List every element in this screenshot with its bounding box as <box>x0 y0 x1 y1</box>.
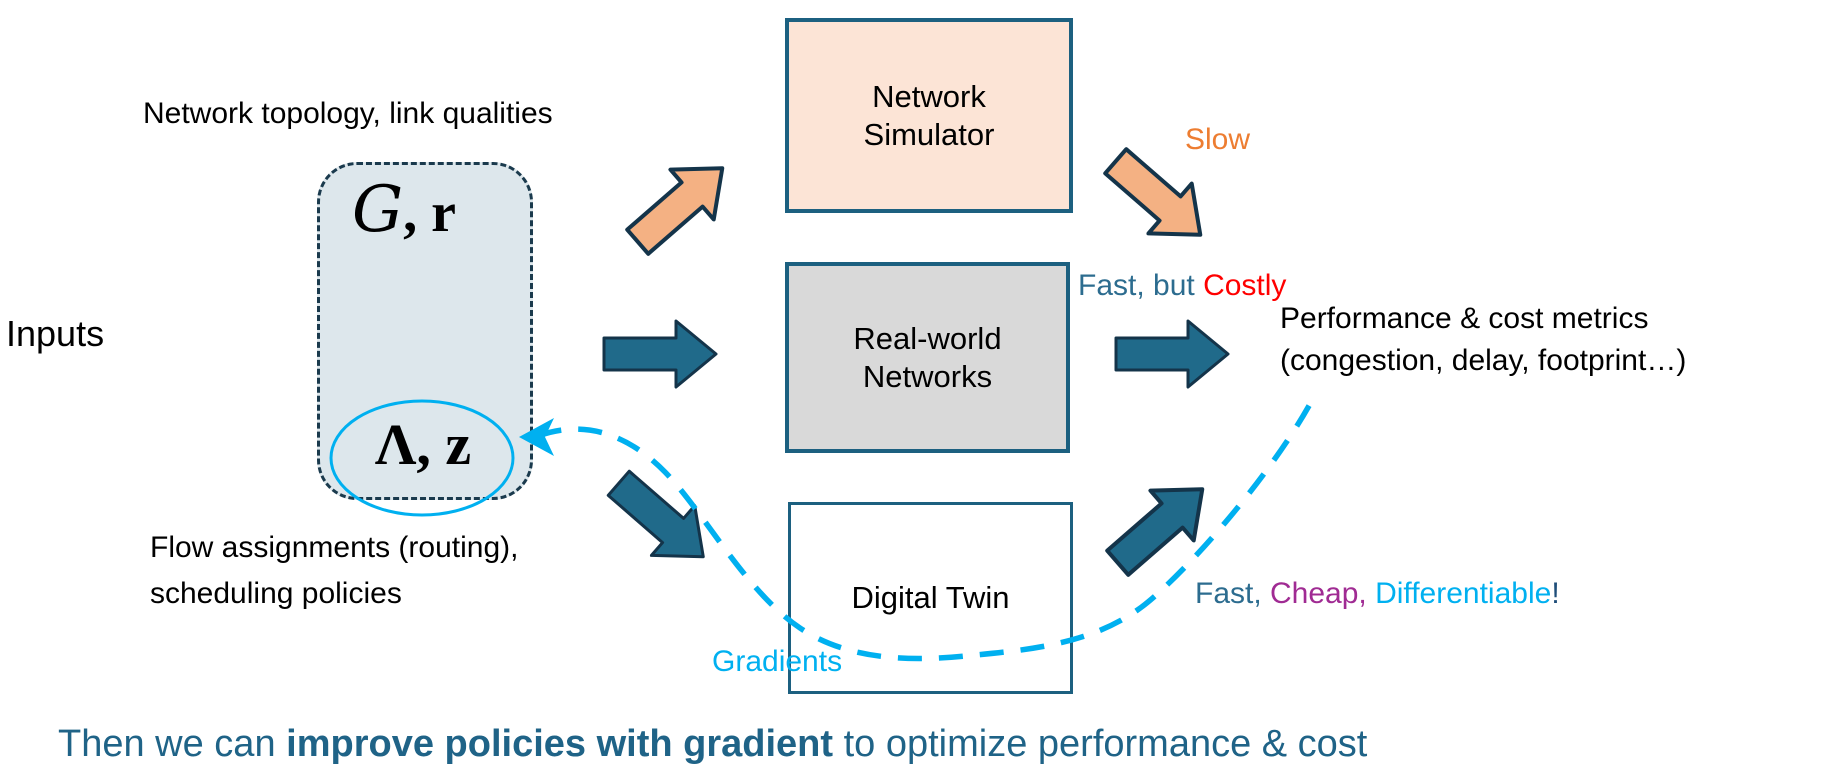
network-simulator-label-line1: Network <box>872 79 986 115</box>
gradients-label: Gradients <box>712 645 843 678</box>
graph-symbol: G <box>352 173 404 247</box>
topology-caption: Network topology, link qualities <box>143 97 553 130</box>
arrow-input-to-digital-twin <box>595 456 727 584</box>
real-world-label-line1: Real-world <box>853 321 1002 357</box>
real-world-networks-box: Real-world Networks <box>785 262 1070 453</box>
slow-label: Slow <box>1185 123 1251 156</box>
fast-cheap-differentiable-label: Fast, Cheap, Differentiable! <box>1195 576 1560 612</box>
fast-text: Fast, <box>1195 577 1271 610</box>
metrics-line2: (congestion, delay, footprint…) <box>1280 344 1687 377</box>
footer-sentence: Then we can improve policies with gradie… <box>58 722 1367 768</box>
fast-but-costly-label: Fast, but Costly <box>1078 268 1286 304</box>
fast-but-text: Fast, but <box>1078 269 1204 302</box>
real-world-label-line2: Networks <box>862 358 993 394</box>
metrics-line1: Performance & cost metrics <box>1280 302 1649 335</box>
flow-caption-line2: scheduling policies <box>150 577 402 610</box>
network-simulator-label-line2: Simulator <box>863 116 995 152</box>
exclaim-text: ! <box>1551 577 1560 610</box>
arrow-real-world-output <box>1114 319 1230 389</box>
network-simulator-box: Network Simulator <box>785 18 1073 213</box>
footer-bold: improve policies with gradient <box>286 723 834 765</box>
footer-suffix: to optimize performance & cost <box>833 723 1368 765</box>
arrow-digital-twin-output <box>1094 462 1226 590</box>
graph-symbol-rest: , r <box>403 182 456 244</box>
footer-prefix: Then we can <box>58 723 287 765</box>
cheap-text: Cheap, <box>1270 577 1376 610</box>
lambda-symbols-text: Λ, z <box>374 412 472 477</box>
flow-caption-line1: Flow assignments (routing), <box>150 531 519 564</box>
graph-symbols-text: G, r <box>352 172 522 249</box>
differentiable-text: Differentiable <box>1375 577 1552 610</box>
arrow-input-to-real-world <box>602 319 718 389</box>
digital-twin-label: Digital Twin <box>851 580 1010 616</box>
costly-text: Costly <box>1203 269 1287 302</box>
arrow-input-to-simulator <box>614 141 746 269</box>
inputs-label: Inputs <box>6 313 105 354</box>
